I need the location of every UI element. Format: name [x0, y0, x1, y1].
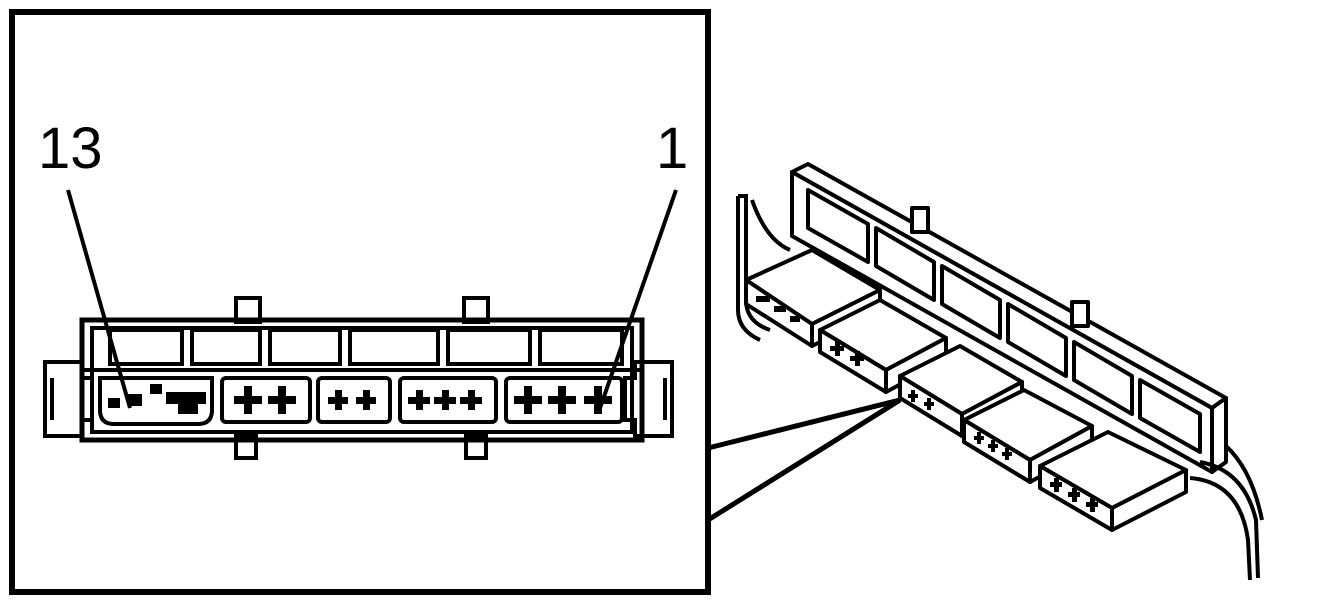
inset-frame	[9, 9, 711, 595]
assembly-view	[736, 162, 1264, 581]
pin-13-label: 13	[38, 116, 103, 181]
plug-pins	[234, 386, 612, 414]
plug-pin-13-position	[98, 376, 214, 426]
callout-lines	[706, 397, 902, 523]
plug-row	[98, 376, 624, 426]
right-cable-bundle	[1189, 444, 1264, 581]
pin-1-label: 1	[656, 116, 688, 181]
top-cavity-row	[108, 328, 624, 366]
pin-13-group	[108, 384, 206, 414]
housing-rail	[790, 162, 1228, 474]
plug-markings	[756, 296, 1098, 512]
plug-bodies	[744, 248, 1188, 532]
detail-inset: 13 1	[9, 9, 711, 595]
